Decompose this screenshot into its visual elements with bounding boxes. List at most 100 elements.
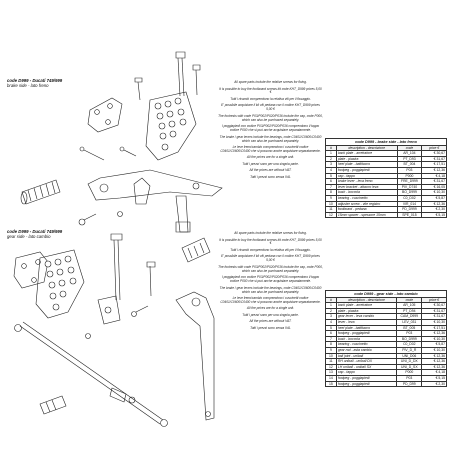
note-line: Tutti i prezzi sono senza IVA. xyxy=(250,325,291,330)
table-cell: C0_D02 xyxy=(396,341,423,348)
table-cell: € 12,36 xyxy=(421,352,447,360)
note-line: E' possibile acquistare il kit viti peda… xyxy=(221,254,320,263)
table-cell: BT_005 xyxy=(396,324,423,332)
table-cell: footpeg - poggiapiedi xyxy=(335,380,398,388)
note-line: All spare parts include the relative scr… xyxy=(234,231,307,235)
brake-parts-table: code D999 - brake side - lato freno#desc… xyxy=(325,138,447,219)
table-cell: € 17,51 xyxy=(421,324,447,332)
note-line: It is possible to buy the footboard scre… xyxy=(219,237,322,246)
note-line: Tutti i ricambi comprendono la relativa … xyxy=(230,247,311,252)
table-title-row: code D999 - brake side - lato freno xyxy=(325,138,447,146)
table-cell: P03 xyxy=(396,330,423,337)
table-cell: lever - leva xyxy=(335,319,398,326)
table-cell: cap - tappo xyxy=(335,369,398,376)
gear-notes: All spare parts include the relative scr… xyxy=(218,231,323,333)
note-line: The brake / gear levers include the bear… xyxy=(219,134,322,143)
table-cell: € 10,30 xyxy=(421,319,447,326)
table-cell: € 2,30 xyxy=(421,380,447,388)
table-cell: € 12,36 xyxy=(421,330,447,337)
note-line: Tutti i prezzi sono per una singola part… xyxy=(242,312,299,317)
note-line: The footrests with code P03/P002/P020/P0… xyxy=(218,264,323,273)
table-cell: LH uniball - uniball SX xyxy=(335,363,398,371)
table-cell: € 30,67 xyxy=(421,302,447,309)
column-header: description - descrizione xyxy=(335,296,398,304)
gear-section-header: code D999 - Ducati 749/999 gear side - l… xyxy=(7,229,62,240)
note-line: All the prices are without VAT. xyxy=(249,168,292,173)
table-title: code D999 - brake side - lato freno xyxy=(325,138,447,146)
note-line: Tutti i prezzi sono per una singola part… xyxy=(242,161,299,166)
brake-section-header: code D999 - Ducati 749/999 brake side - … xyxy=(7,78,62,89)
table-cell: footpeg - poggiapiedi xyxy=(335,330,398,337)
table-cell: € 4,18 xyxy=(421,369,447,376)
gear-side-exploded-view xyxy=(14,234,214,427)
column-header: code xyxy=(396,296,423,304)
table-cell: ball joint - uniball xyxy=(335,352,398,360)
note-line: Le leve freno/cambio comprendono i cusci… xyxy=(220,145,321,153)
table-cell: footpeg - poggiapiedi xyxy=(335,374,398,382)
brake-notes: All spare parts include the relative scr… xyxy=(218,80,323,182)
gear-parts-table: code D999 - gear side - lato cambio#desc… xyxy=(325,290,447,388)
table-cell: P000 xyxy=(396,369,423,376)
table-cell: back plate - arretratore xyxy=(335,302,398,309)
table-cell: € 31,67 xyxy=(421,307,447,315)
note-line: Le leve freno/cambio comprendono i cusci… xyxy=(220,296,321,304)
table-cell: PIV_D_R xyxy=(396,346,423,354)
gear-code-title: code D999 - Ducati 749/999 xyxy=(7,229,63,234)
table-cell: UNI_D_SX xyxy=(396,363,423,371)
note-line: Tutti i ricambi comprendono la relativa … xyxy=(230,96,311,101)
table-cell: gear rod - asta cambio xyxy=(335,346,398,354)
table-title: code D999 - gear side - lato cambio xyxy=(325,290,447,298)
table-cell: € 5,87 xyxy=(421,341,447,348)
table-cell: € 31,67 xyxy=(421,313,447,320)
table-cell: € 10,30 xyxy=(421,346,447,354)
table-cell: plate - piastra xyxy=(335,307,398,315)
table-cell: € 5,15 xyxy=(421,374,447,382)
table-cell: bearing - cuscinetto xyxy=(335,341,398,348)
note-line: E' possibile acquistare il kit viti peda… xyxy=(221,103,320,112)
note-line: The brake / gear levers include the bear… xyxy=(219,285,322,294)
note-line: I poggiapiedi con codice P03/P002/P020/P… xyxy=(221,124,320,133)
table-cell: RH uniball - uniball DX xyxy=(335,358,398,365)
table-cell: gear lever - leva cambio xyxy=(335,313,398,320)
note-line: All spare parts include the relative scr… xyxy=(234,80,307,84)
table-cell: SPE_015 xyxy=(396,211,423,219)
column-header: price € xyxy=(421,296,447,304)
table-cell: € 12,36 xyxy=(421,358,447,365)
table-cell: UNI_D06 xyxy=(396,352,423,360)
table-cell: € 10,30 xyxy=(421,335,447,343)
table-cell: LEV_031 xyxy=(396,319,423,326)
table-cell: P03 xyxy=(396,374,423,382)
table-cell: PT_D94 xyxy=(396,307,423,315)
table-cell: heel plate - battitacco xyxy=(335,324,398,332)
table-cell: CAM_D999 xyxy=(396,313,423,320)
table-cell: € 5,15 xyxy=(421,211,447,219)
note-line: All the prices are for a single unit. xyxy=(246,155,295,160)
table-cell: 15mm spacer - spessore 15mm xyxy=(335,211,398,219)
table-cell: AR_105 xyxy=(396,302,423,309)
table-cell: UNI_D_DX xyxy=(396,358,423,365)
gear-subtitle: gear side - lato cambio xyxy=(7,234,51,240)
brake-code-title: code D999 - Ducati 749/999 xyxy=(7,78,63,83)
note-line: All the prices are for a single unit. xyxy=(246,306,295,311)
table-cell: BO_D999 xyxy=(396,335,423,343)
table-cell: € 12,36 xyxy=(421,363,447,371)
note-line: All the prices are without VAT. xyxy=(249,319,292,324)
brake-side-exploded-view xyxy=(21,52,222,232)
note-line: It is possible to buy the footboard scre… xyxy=(219,86,322,95)
